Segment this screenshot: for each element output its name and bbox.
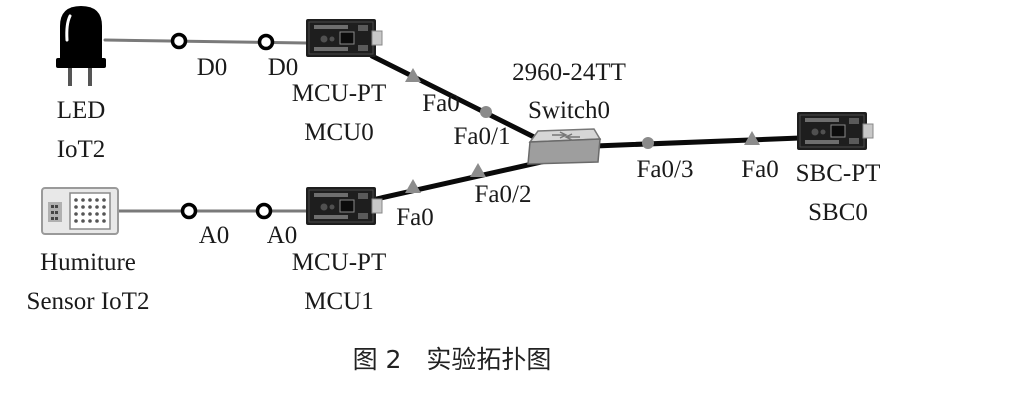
link-switch-sbc: [592, 135, 803, 149]
link-mcu1-switch: [369, 157, 553, 203]
network-switch-icon[interactable]: [527, 128, 602, 165]
figure-caption: 图 2 实验拓扑图: [353, 345, 552, 374]
humiture-label-line2: Sensor IoT2: [27, 288, 150, 315]
port-led-d0: [170, 32, 188, 50]
mcu1-label-line2: MCU1: [304, 288, 373, 315]
port-mcu1-a0: [255, 202, 273, 220]
sbc-board-icon[interactable]: [796, 111, 874, 151]
link-led-mcu0: [103, 38, 308, 45]
led-bulb-icon[interactable]: [56, 6, 106, 86]
port-label-switch-fa02: Fa0/2: [475, 181, 532, 208]
port-switch-fa02: [470, 163, 486, 177]
port-label-mcu0-fa0: Fa0: [422, 90, 460, 117]
mcu1-label-line1: MCU-PT: [292, 249, 386, 276]
humiture-sensor-icon[interactable]: [41, 187, 119, 235]
sbc-label-line2: SBC0: [808, 199, 868, 226]
port-label-led-d0: D0: [197, 54, 228, 81]
port-switch-fa03: [642, 137, 654, 149]
switch-label-line1: 2960-24TT: [512, 59, 626, 86]
port-label-mcu1-fa0: Fa0: [396, 204, 434, 231]
port-label-mcu0-d0: D0: [268, 54, 299, 81]
led-label-line2: IoT2: [57, 136, 106, 163]
port-mcu0-d0: [257, 33, 275, 51]
port-label-sensor-a0: A0: [199, 222, 230, 249]
port-label-switch-fa01: Fa0/1: [454, 123, 511, 150]
port-label-sbc-fa0: Fa0: [741, 156, 779, 183]
port-sensor-a0: [180, 202, 198, 220]
humiture-label-line1: Humiture: [40, 249, 136, 276]
port-mcu0-fa0: [405, 68, 421, 82]
led-label-line1: LED: [57, 97, 106, 124]
sbc-label-line1: SBC-PT: [796, 160, 881, 187]
mcu0-label-line2: MCU0: [304, 119, 373, 146]
mcu0-label-line1: MCU-PT: [292, 80, 386, 107]
mcu1-board-icon[interactable]: [305, 186, 383, 226]
port-label-mcu1-a0: A0: [267, 222, 298, 249]
port-mcu1-fa0: [405, 179, 421, 193]
link-mcu0-switch: [369, 53, 543, 143]
switch-label-line2: Switch0: [528, 97, 610, 124]
port-switch-fa01: [480, 106, 492, 118]
port-label-switch-fa03: Fa0/3: [637, 156, 694, 183]
mcu0-board-icon[interactable]: [305, 18, 383, 58]
port-sbc-fa0: [744, 131, 760, 145]
